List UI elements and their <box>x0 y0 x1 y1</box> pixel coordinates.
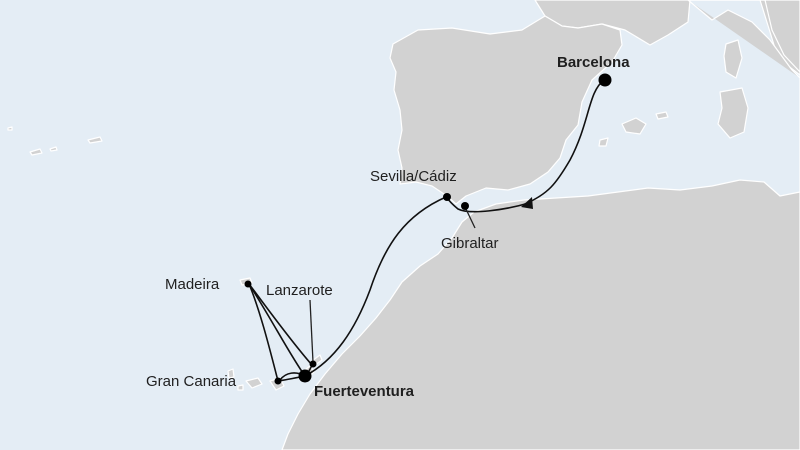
label-sevilla-cadiz: Sevilla/Cádiz <box>370 168 457 185</box>
land-azores-3 <box>87 136 103 144</box>
land-azores-1 <box>29 148 43 156</box>
label-madeira: Madeira <box>165 276 220 293</box>
route-leg-barcelona-gibraltar <box>524 79 605 205</box>
leader-lines <box>309 206 476 363</box>
port-marker-barcelona <box>598 73 612 87</box>
port-marker-madeira <box>244 280 252 288</box>
land-italy-mainland <box>687 0 800 79</box>
land-azores-2 <box>49 146 58 152</box>
land-la-palma <box>227 368 235 379</box>
land-azores-4 <box>7 126 13 131</box>
port-marker-sevilla-cadiz <box>443 193 451 201</box>
label-gran-canaria: Gran Canaria <box>146 373 237 390</box>
land-north-africa <box>281 179 800 450</box>
land-tenerife <box>245 377 263 389</box>
landmass-layer <box>7 0 800 450</box>
route-leg-gran-canaria-madeira <box>248 283 279 382</box>
land-sardinia <box>717 87 749 139</box>
route-direction-arrow <box>521 197 533 209</box>
land-menorca <box>655 111 669 120</box>
port-marker-gran-canaria <box>274 377 282 385</box>
port-markers <box>244 73 612 385</box>
land-mallorca <box>621 117 647 135</box>
land-iberia <box>389 15 623 205</box>
port-marker-fuerteventura <box>298 369 312 383</box>
port-marker-lanzarote <box>309 360 317 368</box>
port-marker-gibraltar <box>461 202 469 210</box>
label-fuerteventura: Fuerteventura <box>314 383 415 400</box>
label-lanzarote: Lanzarote <box>266 282 333 299</box>
land-gomera <box>237 384 244 391</box>
label-gibraltar: Gibraltar <box>441 235 499 252</box>
land-corsica <box>723 39 743 79</box>
label-barcelona: Barcelona <box>557 54 630 71</box>
leader-lanzarote <box>309 299 314 363</box>
route-leg-madeira-fuerteventura <box>248 283 306 377</box>
land-ibiza <box>598 137 609 147</box>
route-leg-sevilla-fuerteventura <box>304 196 447 377</box>
leader-gibraltar <box>464 206 476 229</box>
port-labels: Barcelona Sevilla/Cádiz Gibraltar Madeir… <box>146 54 630 400</box>
